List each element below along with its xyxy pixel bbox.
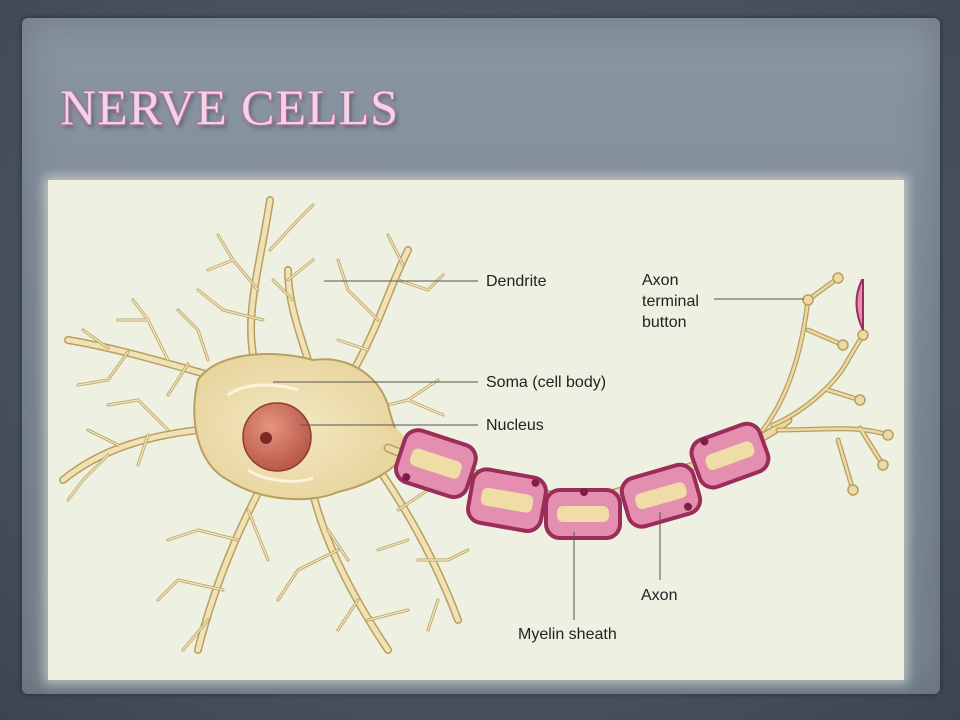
axon-terminals bbox=[760, 272, 894, 496]
label-axon-terminal-3: button bbox=[642, 314, 687, 331]
label-soma: Soma (cell body) bbox=[486, 374, 607, 391]
slide-title: NERVE CELLS bbox=[60, 79, 399, 135]
label-nucleus: Nucleus bbox=[486, 417, 544, 434]
neuron-diagram: Dendrite Soma (cell body) Nucleus Axon t… bbox=[48, 180, 904, 680]
neuron-illustration bbox=[59, 196, 894, 654]
label-axon-terminal-2: terminal bbox=[642, 293, 699, 310]
label-axon-terminal-1: Axon bbox=[642, 272, 679, 289]
leader-lines bbox=[273, 280, 804, 620]
label-axon: Axon bbox=[641, 587, 678, 604]
label-myelin-sheath: Myelin sheath bbox=[518, 626, 617, 643]
label-dendrite: Dendrite bbox=[486, 273, 547, 290]
myelin-sheath bbox=[394, 421, 771, 540]
nucleus bbox=[242, 402, 312, 472]
